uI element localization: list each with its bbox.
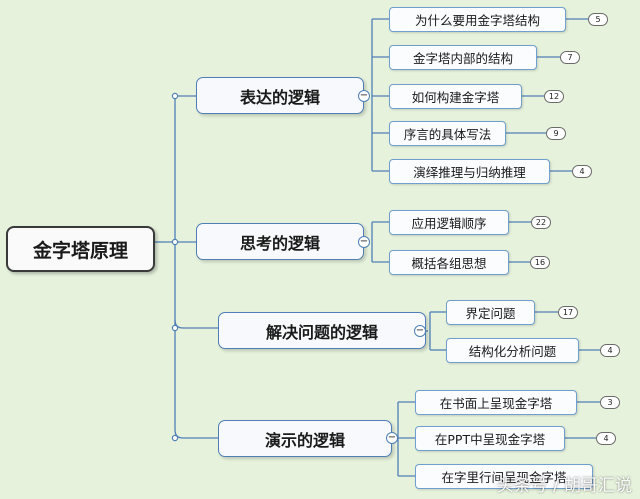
collapse-toggle-icon[interactable]: − <box>414 325 426 337</box>
topic-label: 界定问题 <box>465 306 516 321</box>
count-badge: 9 <box>546 127 566 140</box>
topic-label: 在PPT中呈现金字塔 <box>434 432 546 447</box>
count-badge: 4 <box>572 165 592 178</box>
topic-label: 在字里行间呈现金字塔 <box>441 470 567 485</box>
topic-node[interactable]: 在字里行间呈现金字塔 <box>415 464 593 489</box>
branch-label: 解决问题的逻辑 <box>265 322 378 342</box>
topic-node[interactable]: 金字塔内部的结构 <box>389 45 537 70</box>
count-badge: 4 <box>596 432 616 445</box>
count-badge: 16 <box>530 256 550 269</box>
collapse-toggle-icon[interactable]: − <box>386 432 398 444</box>
branch-label: 表达的逻辑 <box>239 87 320 107</box>
topic-label: 序言的具体写法 <box>403 127 492 142</box>
topic-node[interactable]: 概括各组思想 <box>389 250 509 275</box>
topic-node[interactable]: 序言的具体写法 <box>389 121 506 146</box>
topic-node[interactable]: 如何构建金字塔 <box>389 84 522 109</box>
count-badge: 3 <box>600 396 620 409</box>
topic-node[interactable]: 演绎推理与归纳推理 <box>389 159 550 184</box>
topic-node[interactable]: 应用逻辑顺序 <box>389 210 509 235</box>
root-node[interactable]: 金字塔原理 <box>6 226 155 272</box>
topic-node[interactable]: 在书面上呈现金字塔 <box>415 390 577 415</box>
topic-label: 如何构建金字塔 <box>411 90 500 105</box>
count-badge: 4 <box>600 344 620 357</box>
count-badge: 7 <box>560 51 580 64</box>
watermark: 头条号 / 胡哥汇说 <box>496 476 632 496</box>
branch-label: 思考的逻辑 <box>239 233 320 253</box>
count-badge: 17 <box>558 306 578 319</box>
branch-node-thinking-logic[interactable]: 思考的逻辑 <box>196 223 364 260</box>
branch-node-presentation-logic[interactable]: 演示的逻辑 <box>218 420 392 457</box>
count-badge: 5 <box>588 13 608 26</box>
topic-node[interactable]: 为什么要用金字塔结构 <box>389 7 566 32</box>
topic-label: 在书面上呈现金字塔 <box>439 396 553 411</box>
topic-node[interactable]: 结构化分析问题 <box>446 338 579 363</box>
collapse-toggle-icon[interactable]: − <box>358 90 370 102</box>
topic-node[interactable]: 在PPT中呈现金字塔 <box>415 426 565 451</box>
topic-label: 结构化分析问题 <box>468 344 557 359</box>
branch-label: 演示的逻辑 <box>264 430 345 450</box>
topic-label: 为什么要用金字塔结构 <box>414 13 540 28</box>
root-label: 金字塔原理 <box>32 239 128 262</box>
count-badge: 12 <box>544 90 564 103</box>
collapse-toggle-icon[interactable]: − <box>358 236 370 248</box>
branch-node-problem-solving-logic[interactable]: 解决问题的逻辑 <box>218 312 426 349</box>
branch-node-expression-logic[interactable]: 表达的逻辑 <box>196 77 364 114</box>
topic-label: 金字塔内部的结构 <box>412 51 513 66</box>
topic-node[interactable]: 界定问题 <box>446 300 535 325</box>
topic-label: 演绎推理与归纳推理 <box>413 165 526 180</box>
topic-label: 应用逻辑顺序 <box>411 216 487 231</box>
count-badge: 22 <box>531 216 551 229</box>
topic-label: 概括各组思想 <box>411 256 487 271</box>
